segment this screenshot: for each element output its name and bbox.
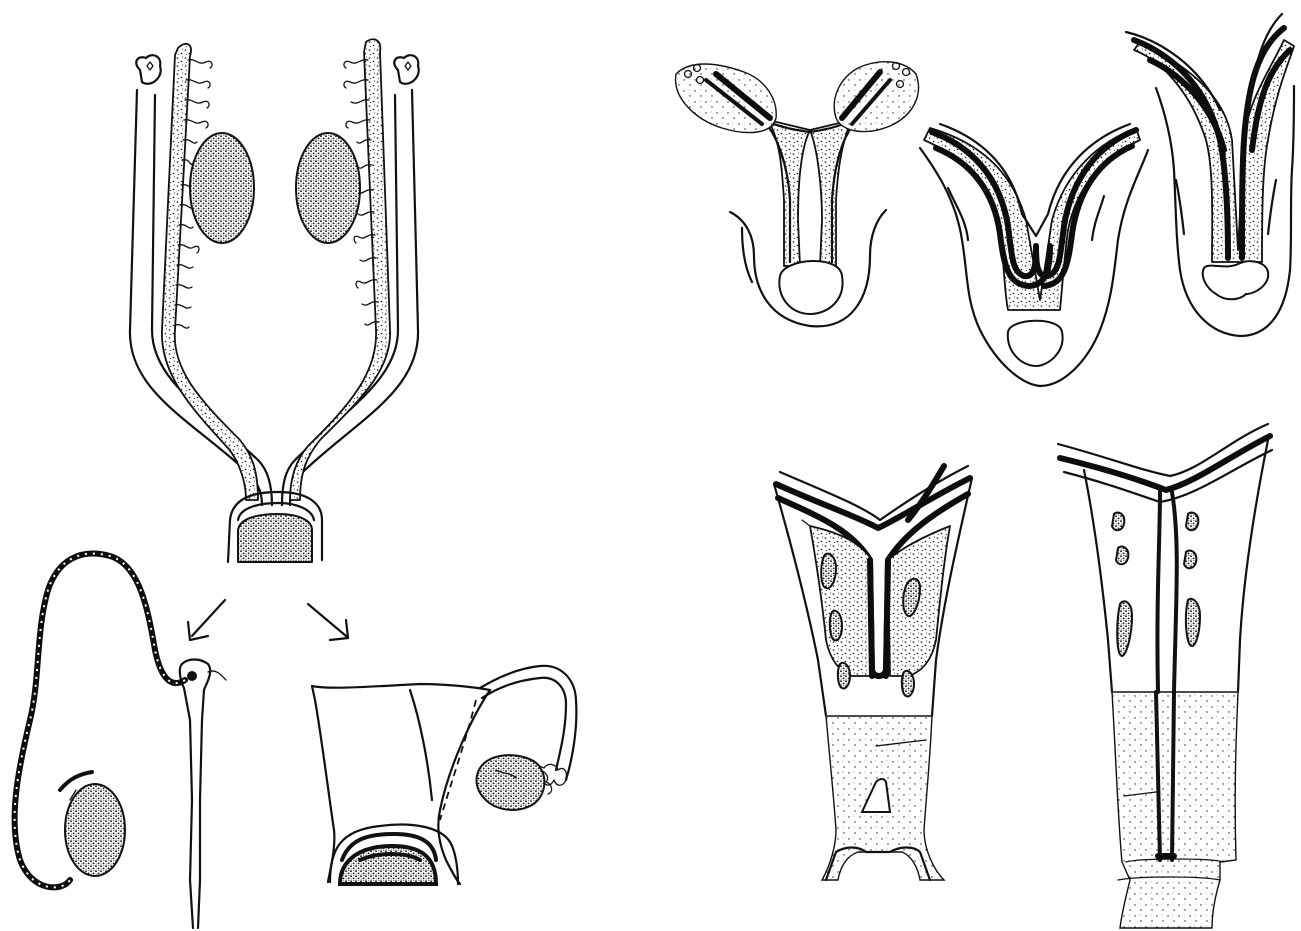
fusion-stage-2-drawing — [920, 124, 1148, 386]
male-derivative-drawing — [15, 554, 226, 928]
uterovaginal-stage-1-drawing — [774, 466, 972, 880]
female-derivative-drawing — [312, 666, 576, 884]
uterovaginal-stage-2-drawing — [1058, 424, 1272, 928]
fusion-stage-1-drawing — [676, 62, 919, 327]
arrow-left-down-icon — [188, 600, 225, 640]
arrow-right-down-icon — [308, 604, 348, 640]
indifferent-stage-drawing — [130, 39, 419, 562]
fusion-stage-3-drawing — [1126, 14, 1294, 336]
